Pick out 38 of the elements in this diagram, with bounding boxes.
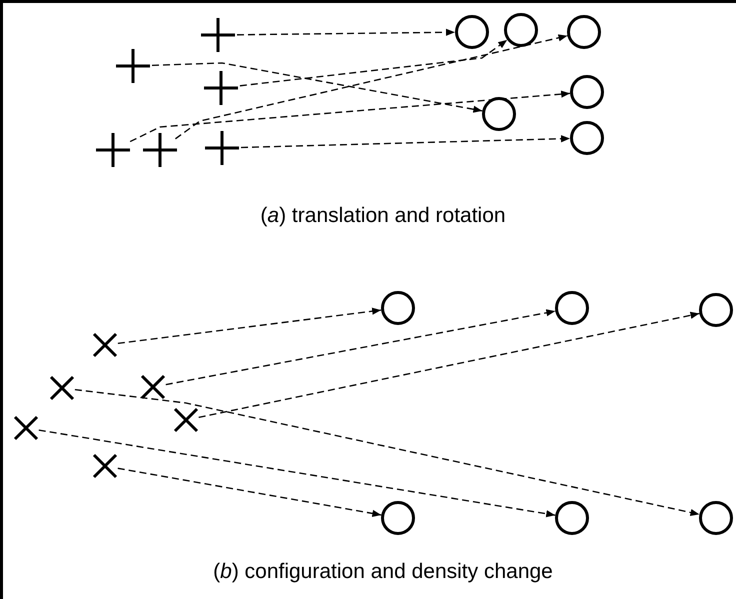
dashed-arrow <box>240 39 508 86</box>
cross-mark <box>142 376 164 398</box>
dashed-arrow <box>175 34 568 140</box>
circle <box>381 291 415 325</box>
panel-caption: (b) configuration and density change <box>213 560 553 584</box>
plus-mark <box>201 18 235 52</box>
circle <box>570 75 604 109</box>
dashed-arrow <box>237 28 455 36</box>
circle <box>381 501 415 535</box>
dashed-arrow <box>166 309 556 386</box>
circle <box>555 291 589 325</box>
dashed-arrow <box>118 468 382 517</box>
plus-mark <box>116 49 150 83</box>
cross-mark <box>94 334 116 356</box>
cross-mark <box>175 409 197 431</box>
plus-mark <box>96 133 130 167</box>
cross-mark <box>15 417 37 439</box>
plus-mark <box>205 131 239 165</box>
cross-mark <box>51 377 73 399</box>
circle <box>455 15 489 49</box>
dashed-arrow <box>74 388 700 516</box>
circle <box>504 13 538 47</box>
circle <box>482 97 516 131</box>
dashed-arrow <box>38 429 556 518</box>
plus-mark <box>204 71 238 105</box>
panel-caption: (a) translation and rotation <box>260 204 506 228</box>
dashed-arrow <box>198 312 700 418</box>
dashed-arrow <box>240 135 570 148</box>
circle <box>555 501 589 535</box>
plus-mark <box>143 133 177 167</box>
dashed-arrow <box>118 308 382 344</box>
cross-mark <box>94 455 116 477</box>
circle <box>567 15 601 49</box>
dashed-arrow <box>130 90 570 142</box>
dashed-arrow <box>152 62 482 113</box>
circle <box>699 293 733 327</box>
circle <box>699 501 733 535</box>
circle <box>570 121 604 155</box>
